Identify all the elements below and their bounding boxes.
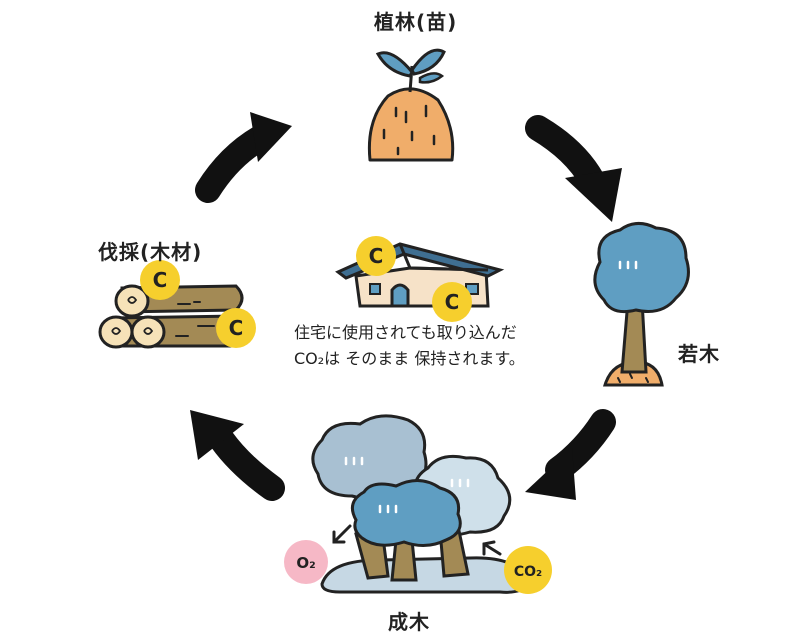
- carbon-badge-label: C: [229, 316, 244, 340]
- center-note-line-1: 住宅に使用されても取り込んだ: [294, 323, 517, 342]
- co2-label: CO₂: [514, 564, 542, 580]
- carbon-badge-logs-top: C: [140, 260, 180, 300]
- seedling-illustration: [367, 48, 455, 162]
- mature-forest-illustration: [311, 414, 532, 594]
- cycle-arrow-bottom-right: [525, 409, 616, 500]
- co2-badge: CO₂: [504, 546, 552, 594]
- stage-label-harvest: 伐採(木材): [98, 240, 203, 264]
- stage-label-young-tree: 若木: [678, 342, 720, 366]
- center-note-line-2: CO₂は そのまま 保持されます。: [294, 349, 525, 368]
- carbon-badge-house-wall: C: [432, 282, 472, 322]
- stage-label-planting: 植林(苗): [374, 10, 458, 34]
- carbon-badge-label: C: [153, 268, 168, 292]
- carbon-badge-logs-bottom: C: [216, 308, 256, 348]
- cycle-arrow-top-right: [525, 115, 622, 222]
- carbon-badge-house-roof: C: [356, 236, 396, 276]
- oxygen-label: O₂: [296, 554, 315, 572]
- stage-label-mature-tree: 成木: [388, 610, 430, 634]
- carbon-badge-label: C: [445, 290, 460, 314]
- cycle-arrow-bottom-left: [190, 410, 285, 501]
- oxygen-badge: O₂: [284, 540, 328, 584]
- young-tree-illustration: [593, 222, 690, 387]
- carbon-badge-label: C: [369, 244, 384, 268]
- cycle-arrow-top-left: [195, 112, 292, 203]
